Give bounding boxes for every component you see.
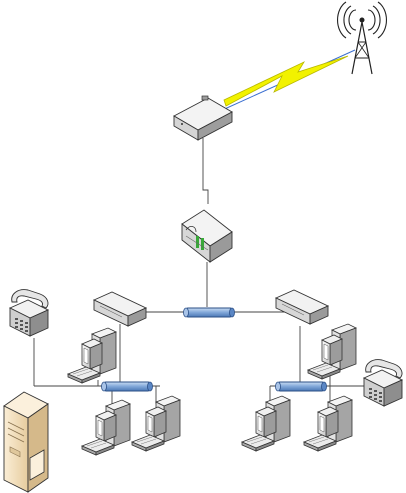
router-icon: [181, 209, 233, 263]
switch-icon: [275, 289, 329, 325]
hub-icon: [101, 381, 153, 392]
server-tower-icon: [3, 391, 49, 493]
workstation-icon: [307, 323, 357, 380]
hub-icon: [275, 381, 327, 392]
telephone-icon: [9, 289, 49, 337]
telephone-icon: [363, 359, 403, 407]
link-modem-router: [202, 138, 209, 204]
modem-icon: [173, 95, 233, 141]
switch-icon: [93, 291, 147, 327]
lightning-link-icon: [217, 49, 356, 113]
workstation-icon: [131, 395, 181, 452]
workstation-icon: [241, 395, 291, 452]
hub-icon: [183, 307, 235, 318]
workstation-icon: [303, 395, 353, 452]
workstation-icon: [67, 327, 117, 384]
antenna-tower-icon: [337, 1, 387, 75]
workstation-icon: [81, 399, 131, 456]
